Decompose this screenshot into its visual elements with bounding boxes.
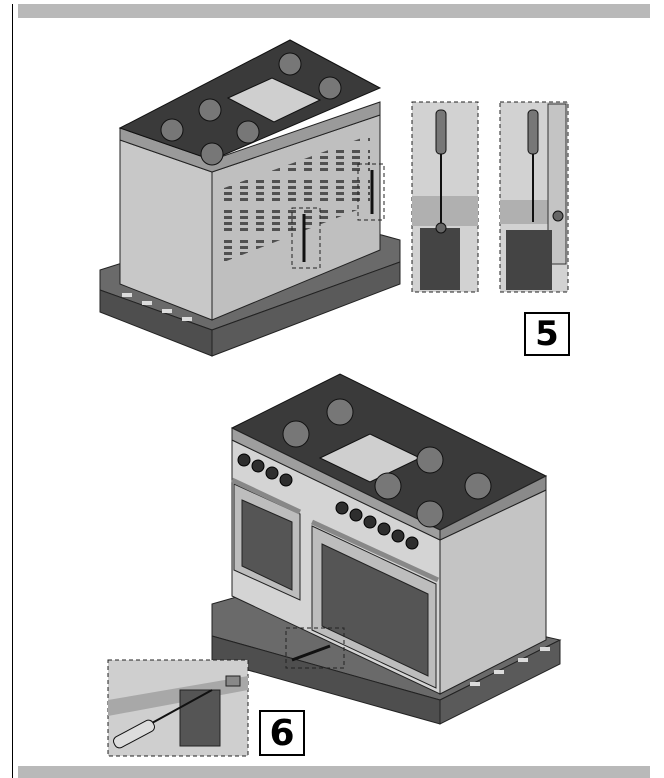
range-back-view xyxy=(99,39,401,357)
detail-panel-right xyxy=(499,101,569,293)
range-front-view xyxy=(211,373,562,725)
step-number-5: 5 xyxy=(524,312,570,356)
detail-panel-step6 xyxy=(107,659,249,757)
footer-bar xyxy=(18,766,650,778)
page-left-rule xyxy=(12,4,13,778)
detail-panel-left xyxy=(411,101,479,293)
step-number-6: 6 xyxy=(259,710,305,756)
header-bar xyxy=(18,4,650,18)
